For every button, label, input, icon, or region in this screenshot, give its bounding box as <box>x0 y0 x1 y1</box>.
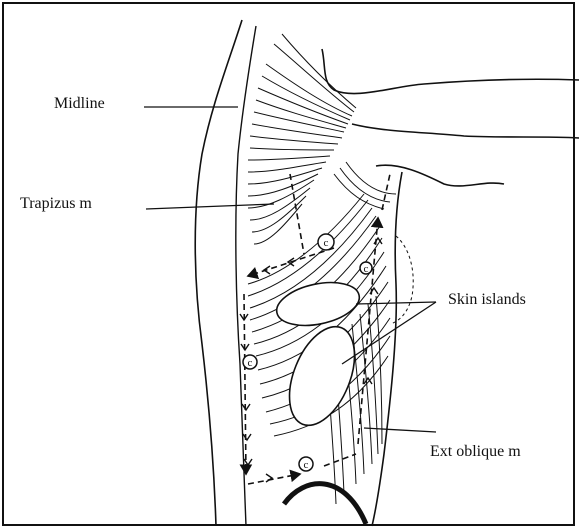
leader-ext-oblique <box>364 428 436 432</box>
skin-island-upper <box>273 276 363 333</box>
perforator-marker-2-glyph: c <box>364 263 369 275</box>
label-skin-islands: Skin islands <box>448 292 526 308</box>
midline-curve <box>236 26 256 526</box>
leader-trapezius <box>146 204 274 209</box>
breast-contour <box>390 236 413 324</box>
body-contour-left <box>195 20 242 526</box>
perforator-marker-4-glyph: c <box>304 459 309 471</box>
axilla-outline <box>376 165 504 186</box>
arm-outline-lower <box>352 124 579 138</box>
iliac-crest <box>284 484 366 524</box>
perforator-marker-1-glyph: c <box>324 237 329 249</box>
label-ext-oblique: Ext oblique m <box>430 444 521 460</box>
label-trapezius: Trapizus m <box>20 196 92 212</box>
trapezius-fibers <box>248 34 356 244</box>
figure-frame: c c c c Midline Trapizus m Skin islands Ext… <box>2 2 575 526</box>
flap-border-dashed <box>244 174 390 484</box>
skin-island-lower <box>277 317 368 434</box>
arm-outline-upper <box>322 49 579 94</box>
perforator-marker-3-glyph: c <box>248 357 253 369</box>
body-contour-right <box>372 172 402 526</box>
leader-skin-island-lower <box>342 302 436 364</box>
label-midline: Midline <box>54 96 105 112</box>
